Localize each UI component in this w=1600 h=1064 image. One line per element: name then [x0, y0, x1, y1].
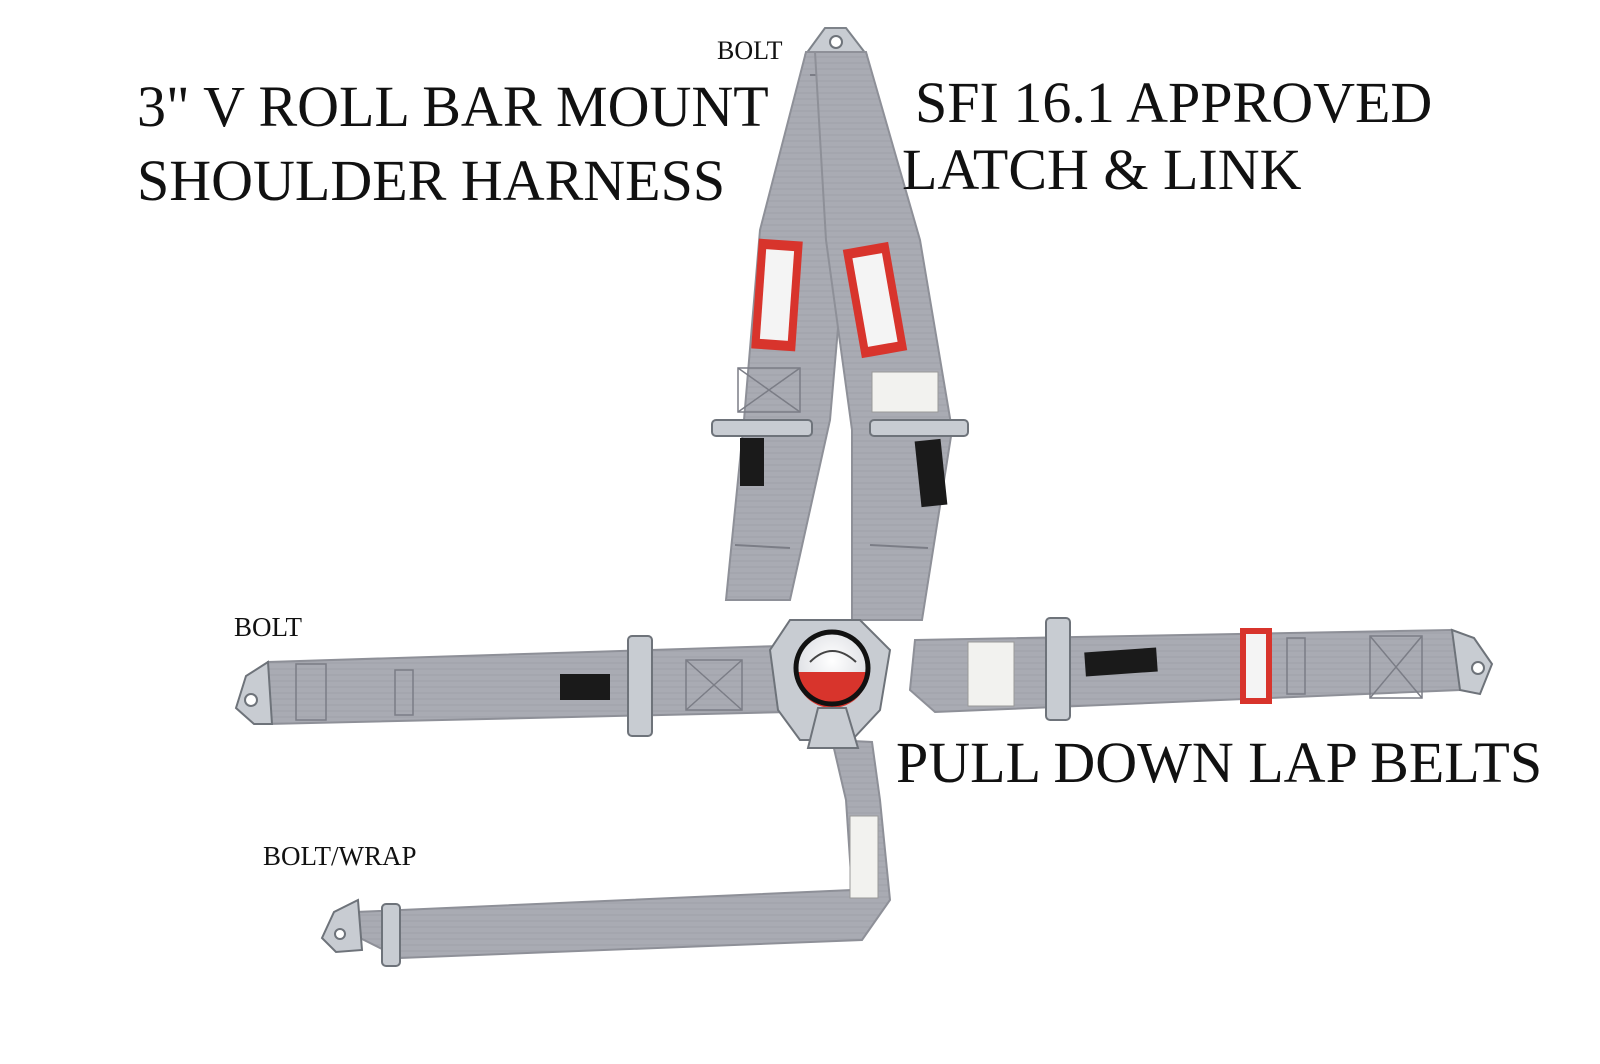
cam-lock-buckle-icon [768, 619, 892, 749]
velcro-keeper [1084, 647, 1158, 677]
sliding-adjuster-icon [381, 903, 401, 967]
bolt-top-label: BOLT [717, 36, 783, 65]
lap-belts-label: PULL DOWN LAP BELTS [896, 730, 1543, 795]
sliding-adjuster-icon [711, 419, 813, 486]
title-line-2: SHOULDER HARNESS [137, 148, 726, 213]
bolt-left-label: BOLT [234, 612, 303, 642]
sfi-label-patch [849, 815, 879, 899]
latch-link-line: LATCH & LINK [902, 137, 1302, 202]
sliding-adjuster-icon [627, 635, 653, 737]
sliding-adjuster-icon [1045, 617, 1071, 721]
velcro-keeper [560, 674, 610, 700]
velcro-keeper [914, 438, 948, 508]
left-lap-belt [267, 644, 802, 726]
brand-logo-tag-icon [1240, 628, 1272, 704]
brand-logo-tag-icon [842, 241, 908, 359]
sfi-label-patch [871, 371, 939, 413]
bolt-wrap-tab [320, 898, 401, 967]
bolt-wrap-label: BOLT/WRAP [263, 841, 417, 871]
top-bolt-tab [804, 27, 869, 55]
velcro-keeper [740, 438, 764, 486]
left-bolt-tab [234, 660, 274, 725]
right-lap-belt [908, 628, 1470, 714]
brand-logo-tag-icon [751, 238, 803, 352]
title-line-1: 3" V ROLL BAR MOUNT [137, 74, 769, 139]
sfi-approved-line: SFI 16.1 APPROVED [915, 70, 1433, 135]
sfi-label-patch [967, 641, 1015, 707]
sub-strap [342, 738, 892, 960]
sliding-adjuster-icon [869, 419, 969, 508]
right-bolt-tab [1450, 628, 1494, 696]
